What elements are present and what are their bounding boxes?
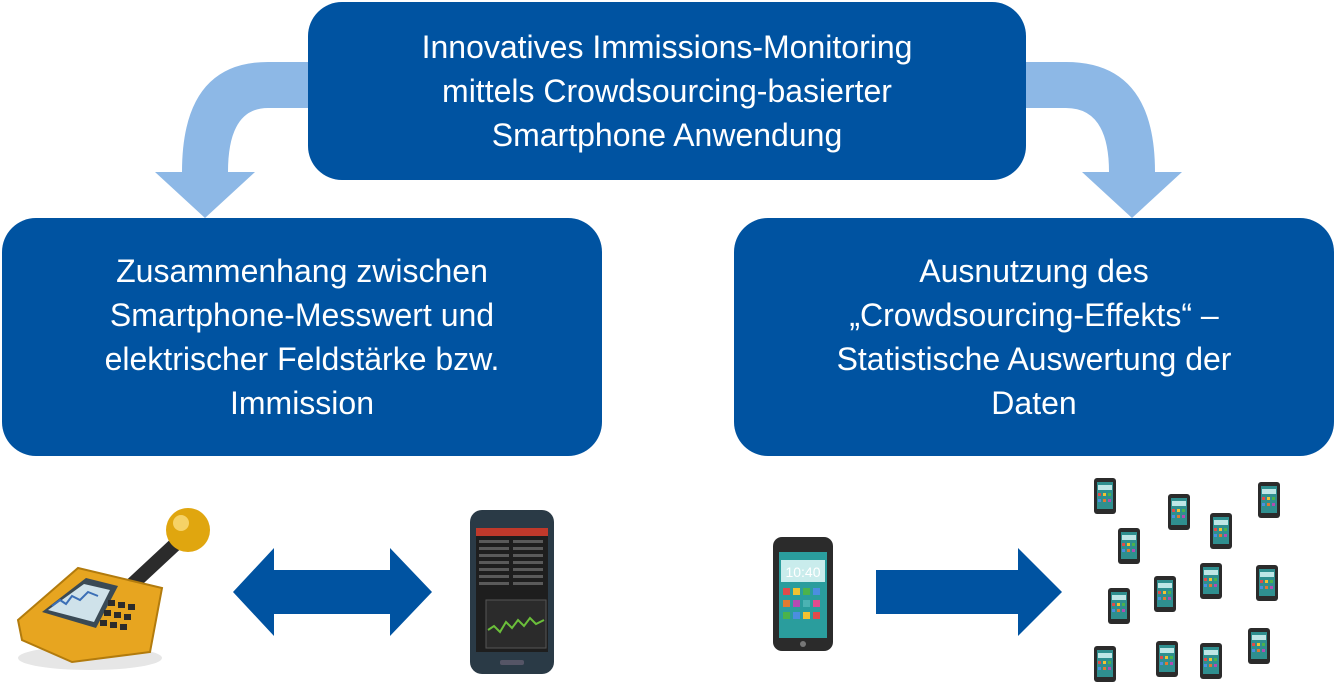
phone-clock: 10:40 xyxy=(785,564,820,580)
smartphone-app-icon xyxy=(470,510,554,674)
crowd-phone-icon xyxy=(1258,482,1280,518)
crowd-phone-icon xyxy=(1154,576,1176,612)
crowd-phone-icon xyxy=(1108,588,1130,624)
top-box: Innovatives Immissions-Monitoring mittel… xyxy=(308,2,1026,180)
curved-arrow-right xyxy=(1024,62,1182,218)
curved-arrow-left xyxy=(155,62,310,218)
right-arrow-icon xyxy=(876,548,1062,636)
crowd-phone-icon xyxy=(1200,643,1222,679)
crowd-phone-icon xyxy=(1168,494,1190,530)
crowd-phone-icon xyxy=(1118,528,1140,564)
left-box: Zusammenhang zwischen Smartphone-Messwer… xyxy=(2,218,602,456)
top-box-text: Innovatives Immissions-Monitoring mittel… xyxy=(421,29,913,153)
crowd-phone-icon xyxy=(1094,478,1116,514)
right-box: Ausnutzung des „Crowdsourcing-Effekts“ –… xyxy=(734,218,1334,456)
crowd-phone-icon xyxy=(1256,565,1278,601)
double-arrow-icon xyxy=(233,548,432,636)
phone-crowd xyxy=(1094,478,1280,682)
right-box-text: Ausnutzung des „Crowdsourcing-Effekts“ –… xyxy=(836,253,1232,421)
crowd-phone-icon xyxy=(1156,641,1178,677)
crowd-phone-icon xyxy=(1210,513,1232,549)
crowd-phone-icon xyxy=(1248,628,1270,664)
smartphone-icon: 10:40 xyxy=(773,537,833,651)
crowd-phone-icon xyxy=(1200,563,1222,599)
crowd-phone-icon xyxy=(1094,646,1116,682)
left-box-text: Zusammenhang zwischen Smartphone-Messwer… xyxy=(104,253,500,421)
field-meter-device-icon xyxy=(16,508,210,670)
